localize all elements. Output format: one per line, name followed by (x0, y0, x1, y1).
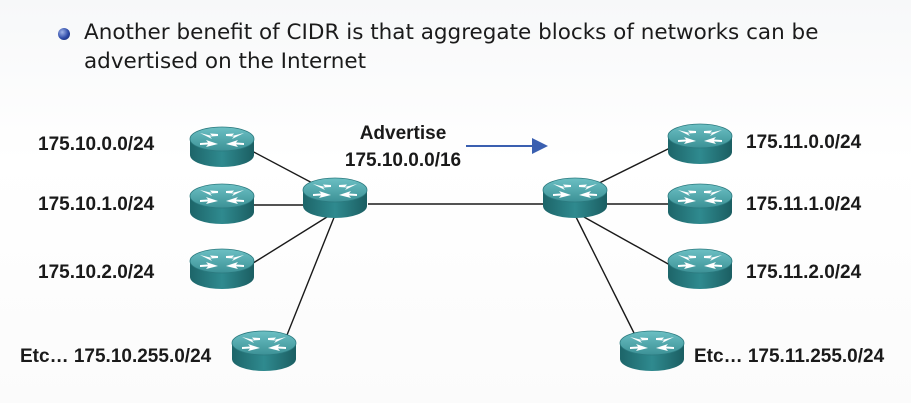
link-right-2 (574, 211, 671, 266)
link-left-2 (249, 211, 336, 266)
advertise-line-1: Advertise (359, 123, 447, 144)
right-network-label: 175.11.1.0/24 (746, 194, 862, 215)
link-right-3 (574, 214, 641, 346)
left-network-label: 175.10.0.0/24 (38, 134, 155, 155)
bullet-point: Another benefit of CIDR is that aggregat… (58, 18, 878, 76)
router-icon (667, 123, 733, 165)
links (249, 147, 671, 346)
router-icon (189, 126, 255, 168)
router-icon (231, 330, 297, 372)
router-icon (189, 248, 255, 290)
router-icon (619, 330, 685, 372)
advertise-label: Advertise 175.10.0.0/16 (338, 120, 468, 174)
router-icon (667, 183, 733, 225)
advertise-line-2: 175.10.0.0/16 (344, 150, 462, 171)
bullet-dot-icon (58, 28, 70, 40)
link-left-3 (282, 214, 336, 346)
router-icon-aggregate-left (302, 177, 368, 219)
right-network-label: Etc… 175.11.255.0/24 (694, 346, 885, 367)
right-network-label: 175.11.0.0/24 (746, 132, 862, 153)
router-icon (189, 183, 255, 225)
bullet-text: Another benefit of CIDR is that aggregat… (84, 20, 819, 74)
left-network-label: Etc… 175.10.255.0/24 (20, 346, 212, 367)
left-network-label: 175.10.1.0/24 (38, 194, 155, 215)
router-icon-aggregate-right (542, 177, 608, 219)
left-network-label: 175.10.2.0/24 (38, 262, 155, 283)
right-network-label: 175.11.2.0/24 (746, 262, 862, 283)
router-icon (667, 248, 733, 290)
